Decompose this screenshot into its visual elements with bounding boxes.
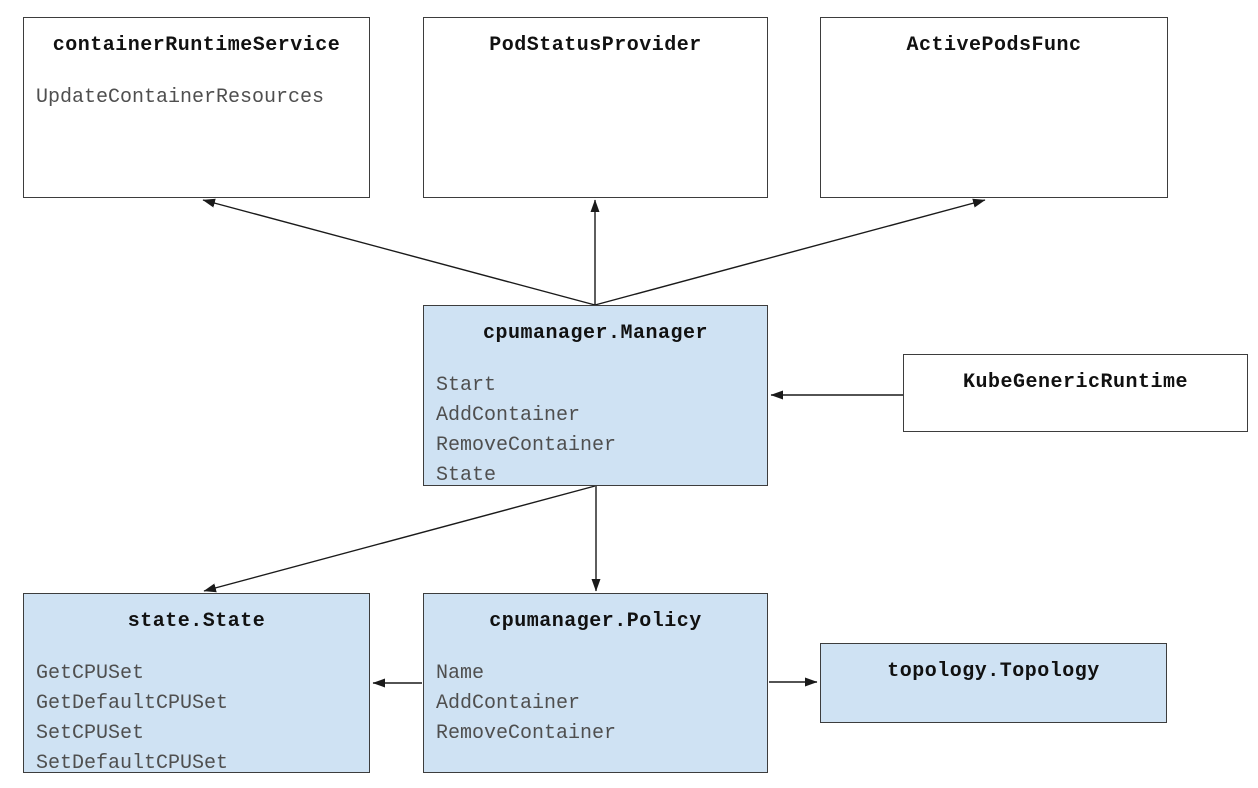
box-title-container-runtime-service: containerRuntimeService (52, 34, 341, 57)
method-update-container-resources: UpdateContainerResources (36, 86, 325, 109)
method-set-cpuset: SetCPUSet (36, 722, 145, 745)
box-title-active-pods-func: ActivePodsFunc (906, 34, 1082, 57)
method-remove-container: RemoveContainer (436, 722, 617, 745)
method-name: Name (436, 662, 485, 685)
box-title-pod-status-provider: PodStatusProvider (489, 34, 702, 57)
box-title-cpumanager-policy: cpumanager.Policy (489, 610, 702, 633)
method-add-container: AddContainer (436, 404, 581, 427)
box-methods-state-state: GetCPUSet GetDefaultCPUSet SetCPUSet Set… (36, 659, 357, 779)
method-state: State (436, 464, 497, 487)
arrow-manager-to-state-state (203, 485, 596, 593)
box-title-kube-generic-runtime: KubeGenericRuntime (962, 371, 1189, 394)
arrow-manager-to-active-pods-func (594, 198, 986, 306)
method-get-default-cpuset: GetDefaultCPUSet (36, 692, 229, 715)
box-active-pods-func: ActivePodsFunc (820, 17, 1168, 198)
method-get-cpuset: GetCPUSet (36, 662, 145, 685)
arrow-manager-to-container-runtime-service (202, 198, 596, 306)
box-state-state: state.State GetCPUSet GetDefaultCPUSet S… (23, 593, 370, 775)
box-title-topology-topology: topology.Topology (887, 660, 1100, 683)
box-cpumanager-policy: cpumanager.Policy Name AddContainer Remo… (423, 593, 768, 773)
box-title-state-state: state.State (127, 610, 266, 633)
method-set-default-cpuset: SetDefaultCPUSet (36, 752, 229, 775)
box-methods-cpumanager-policy: Name AddContainer RemoveContainer (436, 659, 755, 749)
method-remove-container: RemoveContainer (436, 434, 617, 457)
box-topology-topology: topology.Topology (820, 643, 1167, 723)
box-pod-status-provider: PodStatusProvider (423, 17, 768, 198)
box-cpumanager-manager: cpumanager.Manager Start AddContainer Re… (423, 305, 768, 487)
box-methods-container-runtime-service: UpdateContainerResources (36, 83, 357, 113)
method-add-container: AddContainer (436, 692, 581, 715)
box-container-runtime-service: containerRuntimeService UpdateContainerR… (23, 17, 370, 198)
box-methods-cpumanager-manager: Start AddContainer RemoveContainer State (436, 371, 755, 491)
box-kube-generic-runtime: KubeGenericRuntime (903, 354, 1248, 432)
method-start: Start (436, 374, 497, 397)
box-title-cpumanager-manager: cpumanager.Manager (482, 322, 709, 345)
